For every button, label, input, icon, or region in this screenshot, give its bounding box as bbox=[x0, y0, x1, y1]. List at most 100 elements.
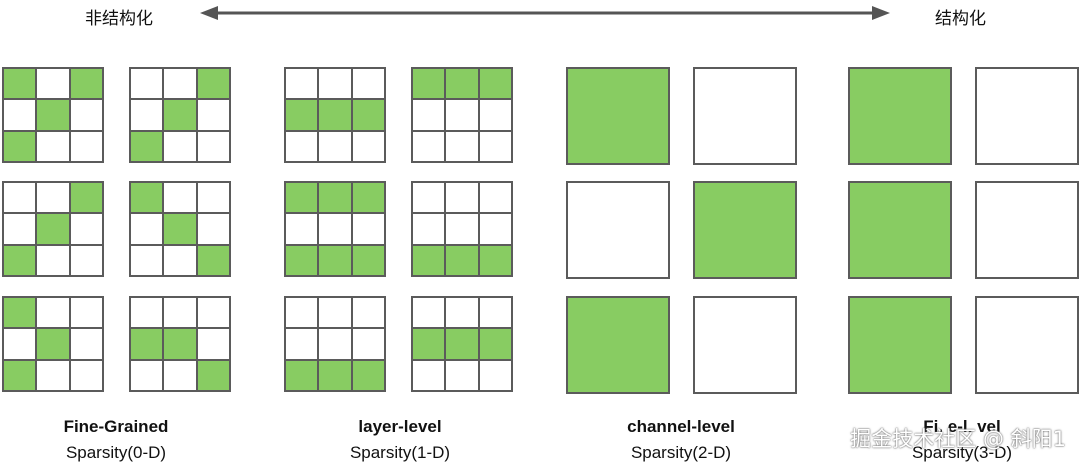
weight-block-kept bbox=[848, 67, 952, 165]
weight-cell-kept bbox=[4, 360, 36, 390]
weight-cell-pruned bbox=[37, 131, 69, 161]
weight-cell-pruned bbox=[70, 214, 102, 244]
weight-cell-pruned bbox=[446, 100, 478, 130]
weight-grid bbox=[129, 67, 231, 163]
weight-cell-pruned bbox=[164, 298, 196, 328]
weight-cell-kept bbox=[352, 100, 384, 130]
weight-block-pruned bbox=[566, 181, 670, 279]
weight-cell-pruned bbox=[197, 329, 229, 359]
weight-cell-kept bbox=[319, 100, 351, 130]
weight-cell-kept bbox=[413, 69, 445, 99]
weight-cell-kept bbox=[131, 183, 163, 213]
weight-grid bbox=[411, 296, 513, 392]
caption-layer-level: layer-level Sparsity(1-D) bbox=[290, 417, 510, 463]
weight-cell-pruned bbox=[131, 360, 163, 390]
weight-cell-pruned bbox=[446, 131, 478, 161]
weight-cell-kept bbox=[37, 329, 69, 359]
weight-grid bbox=[2, 67, 104, 163]
weight-cell-kept bbox=[70, 69, 102, 99]
weight-cell-pruned bbox=[164, 245, 196, 275]
weight-cell-kept bbox=[37, 100, 69, 130]
weight-cell-kept bbox=[479, 329, 511, 359]
weight-cell-pruned bbox=[319, 329, 351, 359]
weight-cell-pruned bbox=[286, 69, 318, 99]
weight-cell-pruned bbox=[352, 298, 384, 328]
weight-cell-kept bbox=[352, 245, 384, 275]
weight-grid bbox=[411, 67, 513, 163]
weight-grid bbox=[129, 181, 231, 277]
weight-cell-pruned bbox=[4, 329, 36, 359]
weight-cell-pruned bbox=[319, 131, 351, 161]
weight-cell-kept bbox=[319, 183, 351, 213]
weight-cell-kept bbox=[413, 329, 445, 359]
weight-cell-pruned bbox=[446, 360, 478, 390]
weight-cell-pruned bbox=[70, 329, 102, 359]
weight-cell-kept bbox=[197, 69, 229, 99]
weight-cell-pruned bbox=[197, 183, 229, 213]
weight-cell-pruned bbox=[164, 69, 196, 99]
weight-cell-pruned bbox=[319, 214, 351, 244]
weight-cell-kept bbox=[286, 100, 318, 130]
weight-cell-pruned bbox=[446, 183, 478, 213]
weight-cell-pruned bbox=[479, 360, 511, 390]
weight-cell-kept bbox=[197, 245, 229, 275]
caption-title: layer-level bbox=[358, 417, 442, 436]
caption-title: Fine-Grained bbox=[63, 417, 169, 436]
weight-cell-pruned bbox=[70, 100, 102, 130]
weight-cell-pruned bbox=[164, 183, 196, 213]
unstructured-label: 非结构化 bbox=[85, 9, 153, 29]
weight-cell-pruned bbox=[479, 298, 511, 328]
weight-cell-pruned bbox=[70, 245, 102, 275]
weight-cell-kept bbox=[164, 100, 196, 130]
weight-cell-pruned bbox=[286, 131, 318, 161]
weight-cell-pruned bbox=[4, 214, 36, 244]
weight-cell-pruned bbox=[413, 298, 445, 328]
weight-cell-pruned bbox=[479, 214, 511, 244]
weight-cell-kept bbox=[446, 69, 478, 99]
weight-cell-kept bbox=[131, 131, 163, 161]
weight-cell-kept bbox=[4, 298, 36, 328]
weight-cell-pruned bbox=[413, 360, 445, 390]
weight-cell-pruned bbox=[164, 131, 196, 161]
weight-cell-pruned bbox=[413, 131, 445, 161]
weight-cell-pruned bbox=[70, 131, 102, 161]
weight-cell-kept bbox=[164, 214, 196, 244]
weight-cell-pruned bbox=[479, 100, 511, 130]
weight-grid bbox=[284, 181, 386, 277]
weight-cell-pruned bbox=[286, 214, 318, 244]
weight-cell-pruned bbox=[131, 298, 163, 328]
caption-filter-level: Fi. e-l. vel Sparsity(3-D) bbox=[852, 417, 1072, 463]
weight-block-pruned bbox=[693, 67, 797, 165]
weight-cell-pruned bbox=[286, 329, 318, 359]
weight-cell-pruned bbox=[37, 183, 69, 213]
weight-cell-kept bbox=[4, 69, 36, 99]
weight-cell-pruned bbox=[70, 298, 102, 328]
weight-cell-kept bbox=[352, 183, 384, 213]
weight-cell-pruned bbox=[413, 183, 445, 213]
weight-cell-kept bbox=[352, 360, 384, 390]
caption-title: Fi. e-l. vel bbox=[923, 417, 1001, 436]
weight-cell-kept bbox=[479, 69, 511, 99]
caption-channel-level: channel-level Sparsity(2-D) bbox=[571, 417, 791, 463]
weight-grid bbox=[411, 181, 513, 277]
weight-grid bbox=[2, 296, 104, 392]
structured-label: 结构化 bbox=[935, 9, 986, 29]
weight-cell-pruned bbox=[4, 183, 36, 213]
weight-cell-pruned bbox=[479, 131, 511, 161]
weight-block-pruned bbox=[975, 181, 1079, 279]
weight-block-kept bbox=[566, 67, 670, 165]
watermark: 掘金技术社区 @ 斜阳1 bbox=[850, 427, 1066, 451]
weight-cell-kept bbox=[413, 245, 445, 275]
weight-cell-pruned bbox=[413, 214, 445, 244]
weight-cell-pruned bbox=[37, 360, 69, 390]
direction-arrow bbox=[200, 6, 890, 20]
caption-subtitle: Sparsity(0-D) bbox=[65, 443, 167, 462]
weight-cell-pruned bbox=[131, 245, 163, 275]
weight-block-kept bbox=[566, 296, 670, 394]
weight-cell-kept bbox=[131, 329, 163, 359]
weight-cell-kept bbox=[446, 329, 478, 359]
weight-cell-kept bbox=[164, 329, 196, 359]
caption-title: channel-level bbox=[627, 417, 735, 436]
weight-cell-pruned bbox=[131, 69, 163, 99]
weight-cell-kept bbox=[446, 245, 478, 275]
